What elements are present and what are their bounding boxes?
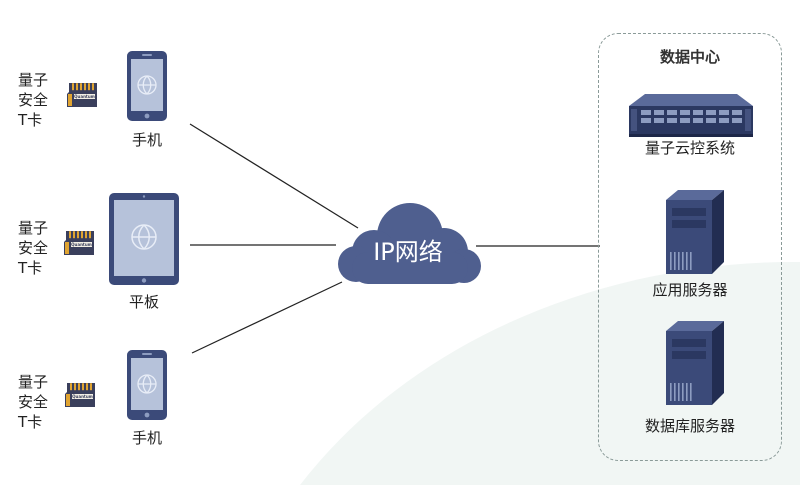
link-phone-top xyxy=(189,123,359,229)
card-label-1: 量子 安全 T卡 xyxy=(18,71,49,129)
tablet-icon xyxy=(109,193,179,285)
rack-server-icon xyxy=(629,94,753,137)
data-center-frame xyxy=(598,33,782,461)
sd-card-icon: Quantum xyxy=(67,83,97,107)
device-label-phone-1: 手机 xyxy=(131,131,162,149)
sd-card-chip-text: Quantum xyxy=(74,94,95,99)
sd-card-chip-text: Quantum xyxy=(71,242,92,247)
card-label-3: 量子 安全 T卡 xyxy=(18,373,49,431)
card-label-2: 量子 安全 T卡 xyxy=(18,219,49,277)
sd-card-icon: Quantum xyxy=(65,383,95,407)
sd-card-chip-text: Quantum xyxy=(72,394,93,399)
device-label-tablet: 平板 xyxy=(128,293,159,311)
dc-item-label-app-server: 应用服务器 xyxy=(652,281,728,299)
tower-server-icon xyxy=(666,190,724,274)
dc-item-label-cloud-control: 量子云控系统 xyxy=(644,139,735,157)
dc-item-label-db-server: 数据库服务器 xyxy=(644,417,735,435)
sd-card-icon: Quantum xyxy=(64,231,94,255)
link-phone-bottom xyxy=(191,281,343,354)
network-label: IP网络 xyxy=(373,238,443,266)
device-label-phone-2: 手机 xyxy=(131,429,162,447)
cloud-icon xyxy=(338,203,481,284)
phone-icon xyxy=(127,51,167,121)
data-center-title: 数据中心 xyxy=(659,48,720,66)
phone-icon xyxy=(127,350,167,420)
tower-server-icon xyxy=(666,321,724,405)
